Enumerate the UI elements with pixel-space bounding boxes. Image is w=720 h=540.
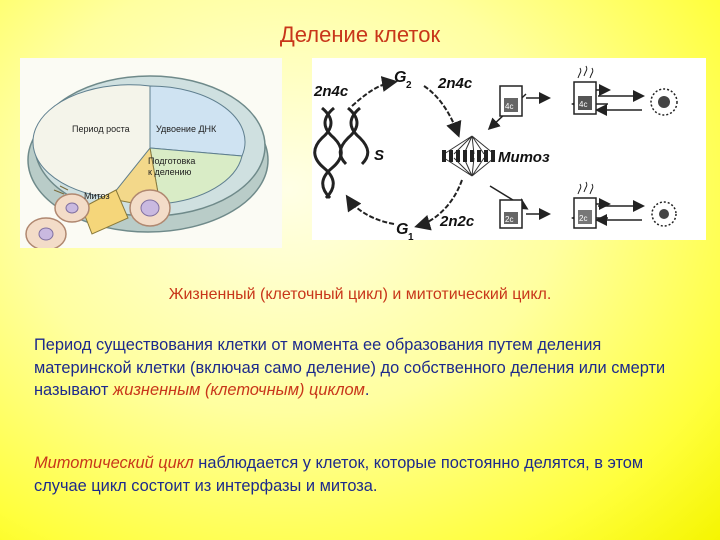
label-g1: G xyxy=(396,221,408,238)
label-prep-1: Подготовка xyxy=(148,156,195,166)
flask-bottom-1-label: 2c xyxy=(505,215,513,224)
label-dna: Удвоение ДНК xyxy=(156,124,217,134)
flask-top-2 xyxy=(573,65,597,115)
paragraph1-text: Период существования клетки от момента е… xyxy=(34,336,666,399)
chromosomes-row xyxy=(442,150,495,162)
label-growth: Период роста xyxy=(72,124,130,134)
cell-cycle-pie-figure: Период роста Удвоение ДНК Подготовка к д… xyxy=(20,58,282,251)
sector-dna xyxy=(149,85,246,157)
label-mitosis-right: Митоз xyxy=(498,149,550,166)
cell-top-right-nucleus xyxy=(658,96,670,108)
mitosis-wedge xyxy=(81,189,129,235)
label-prep-2: к делению xyxy=(148,167,192,177)
paragraph1-emphasis: жизненным (клеточным) циклом xyxy=(112,381,365,399)
cell-1-nucleus xyxy=(38,227,54,241)
paragraph-mitotic-cycle: Митотический цикл наблюдается у клеток, … xyxy=(34,452,674,497)
arc-arrow-bottom-left xyxy=(345,194,395,225)
cell-2-nucleus xyxy=(65,202,79,214)
paragraph2-text: наблюдается у клеток, которые постоянно … xyxy=(34,454,644,495)
arc-arrow-top-right xyxy=(423,85,462,138)
flask-bottom-1 xyxy=(499,199,523,229)
label-2n2c: 2n2c xyxy=(439,213,475,230)
paragraph-life-cycle: Период существования клетки от момента е… xyxy=(34,334,674,402)
flask-top-1 xyxy=(499,85,523,117)
paragraph1-end: . xyxy=(364,381,370,399)
flask-top-2-label: 4c xyxy=(579,100,587,109)
cell-3-nucleus xyxy=(140,199,160,217)
arc-arrow-bottom-right xyxy=(414,179,463,231)
page-title: Деление клеток xyxy=(279,22,441,47)
label-2n4c-left: 2n4c xyxy=(313,83,349,100)
label-2n4c-right: 2n4c xyxy=(437,75,473,92)
label-mitosis: Митоз xyxy=(84,191,110,201)
dna-cycle-figure: 2n4c G 2 2n4c S Митоз G 1 2n2c 4c 4c 2c … xyxy=(312,58,706,243)
cell-bottom-right-nucleus xyxy=(659,209,669,219)
paragraph2-emphasis: Митотический цикл xyxy=(34,454,194,472)
subtitle: Жизненный (клеточный цикл) и митотически… xyxy=(168,286,552,303)
label-g1-sub: 1 xyxy=(408,232,414,240)
chromatid-2b xyxy=(349,106,370,166)
arc-arrow-top-left xyxy=(351,76,398,107)
flask-bottom-2-label: 2c xyxy=(579,214,587,223)
label-g2-sub: 2 xyxy=(406,80,412,91)
spindle xyxy=(443,135,495,177)
chromatid-1a xyxy=(313,106,335,200)
label-g2: G xyxy=(394,69,406,86)
sector-prep xyxy=(149,147,243,205)
flask-bottom-2 xyxy=(573,181,597,229)
arrow-marks xyxy=(53,185,69,195)
flask-top-1-label: 4c xyxy=(505,102,513,111)
label-s: S xyxy=(374,147,384,164)
chromatid-2a xyxy=(338,106,359,166)
sector-growth xyxy=(32,84,151,199)
